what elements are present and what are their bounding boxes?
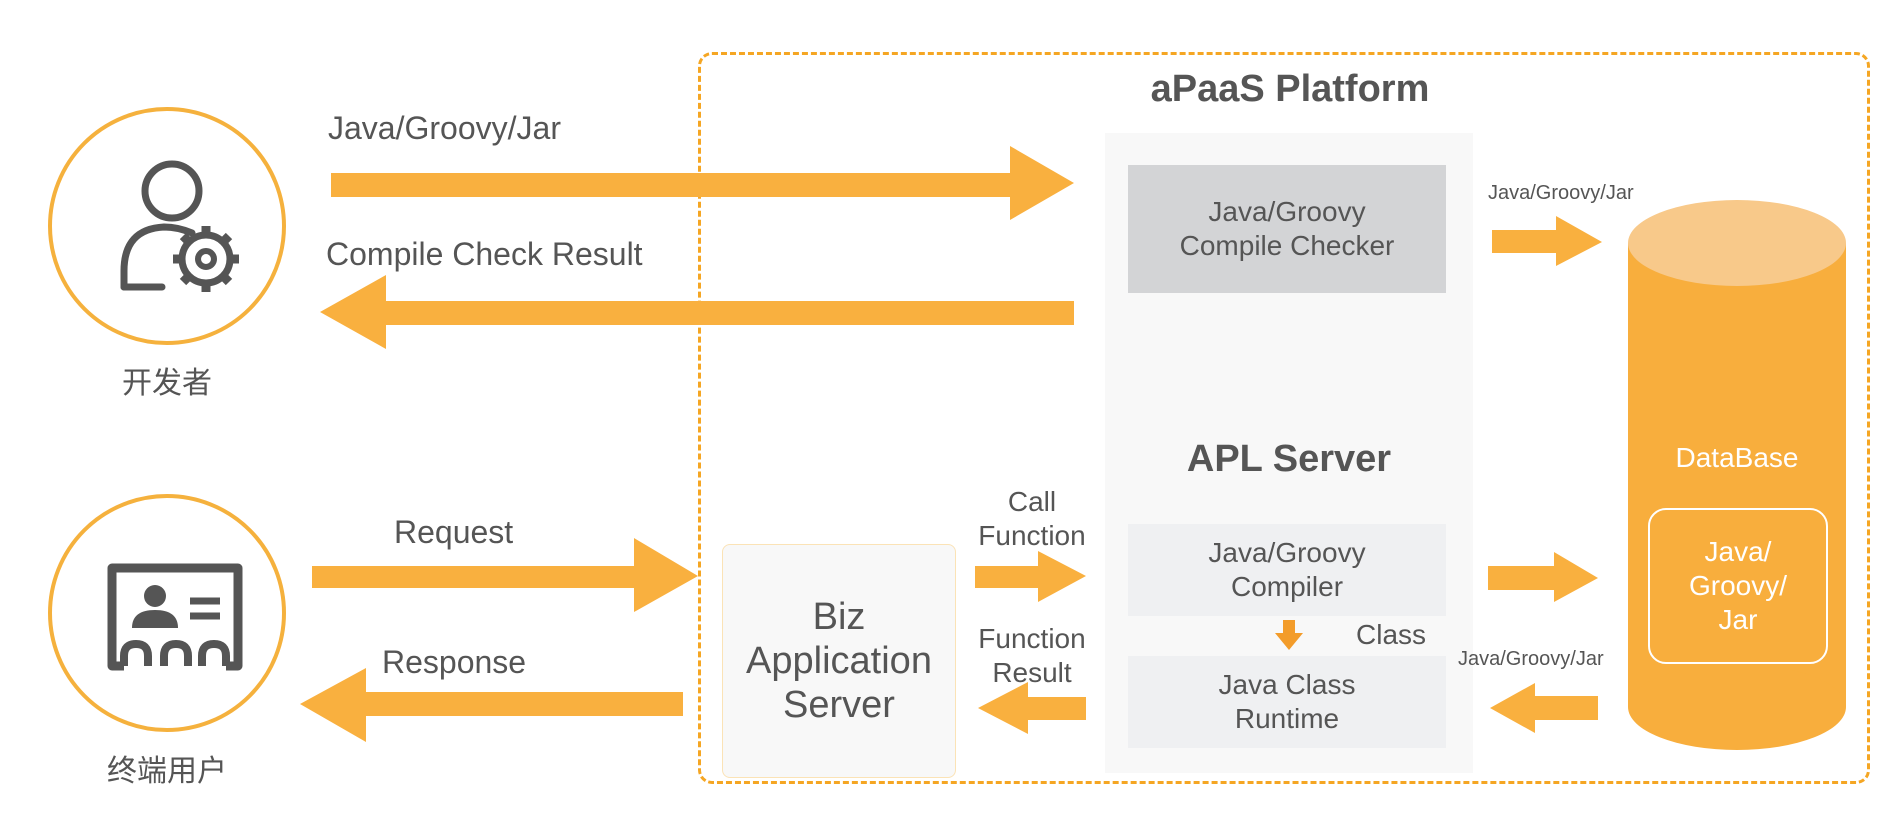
database-content-box: Java/ Groovy/ Jar — [1648, 508, 1828, 664]
arrow-compile-result — [320, 275, 1074, 349]
database-content-line3: Jar — [1718, 604, 1758, 635]
arrow-load-code — [1490, 683, 1598, 733]
user-id-card-icon — [107, 563, 243, 671]
end-user-label: 终端用户 — [107, 755, 227, 788]
database-content-line2: Groovy/ — [1688, 570, 1788, 601]
apl-server-title: APL Server — [1186, 438, 1392, 480]
compile-checker-line2: Compile Checker — [1179, 230, 1395, 261]
flow-label-function-result: Function Result — [968, 622, 1096, 690]
compiler-module: Java/Groovy Compiler — [1128, 524, 1446, 616]
call-function-line2: Function — [978, 520, 1086, 551]
arrow-store-checked-code — [1492, 216, 1602, 266]
developer-label: 开发者 — [122, 367, 212, 400]
biz-server-line3: Server — [783, 684, 895, 726]
database-cylinder — [1628, 200, 1846, 750]
compile-checker-line1: Java/Groovy — [1208, 196, 1366, 227]
compiler-line1: Java/Groovy — [1208, 537, 1366, 568]
flow-label-compile-result: Compile Check Result — [326, 236, 643, 272]
flow-label-call-function: Call Function — [968, 485, 1096, 553]
biz-server-line2: Application — [746, 640, 932, 682]
apaas-platform-boundary — [698, 52, 1870, 784]
biz-server-line1: Biz — [812, 596, 866, 638]
runtime-module: Java Class Runtime — [1128, 656, 1446, 748]
call-function-line1: Call — [1007, 486, 1057, 517]
arrow-response — [300, 668, 683, 742]
arrow-call-function — [975, 551, 1086, 602]
arrow-function-result — [978, 682, 1086, 734]
arrow-class — [1275, 620, 1303, 650]
arrow-store-code — [1488, 552, 1598, 602]
compiler-line2: Compiler — [1230, 571, 1344, 602]
biz-application-server: Biz Application Server — [722, 544, 956, 778]
runtime-line1: Java Class — [1218, 669, 1356, 700]
developer-settings-icon — [120, 160, 239, 292]
compile-checker-module: Java/Groovy Compile Checker — [1128, 165, 1446, 293]
function-result-line2: Result — [992, 657, 1072, 688]
arrow-request — [312, 538, 698, 612]
flow-label-request: Request — [394, 514, 514, 550]
arrow-upload-code — [331, 146, 1074, 220]
flow-label-response: Response — [382, 644, 527, 680]
runtime-line2: Runtime — [1234, 703, 1340, 734]
flow-label-load-code: Java/Groovy/Jar — [1458, 648, 1604, 670]
end-user-avatar — [48, 494, 286, 732]
function-result-line1: Function — [978, 623, 1086, 654]
database-label: DataBase — [1675, 442, 1799, 473]
database-content-line1: Java/ — [1704, 536, 1772, 567]
flow-label-upload-code: Java/Groovy/Jar — [328, 110, 561, 146]
class-label: Class — [1356, 619, 1427, 650]
flow-label-store-checked-code: Java/Groovy/Jar — [1488, 182, 1634, 204]
platform-title: aPaaS Platform — [1150, 68, 1430, 110]
developer-avatar — [48, 107, 286, 345]
